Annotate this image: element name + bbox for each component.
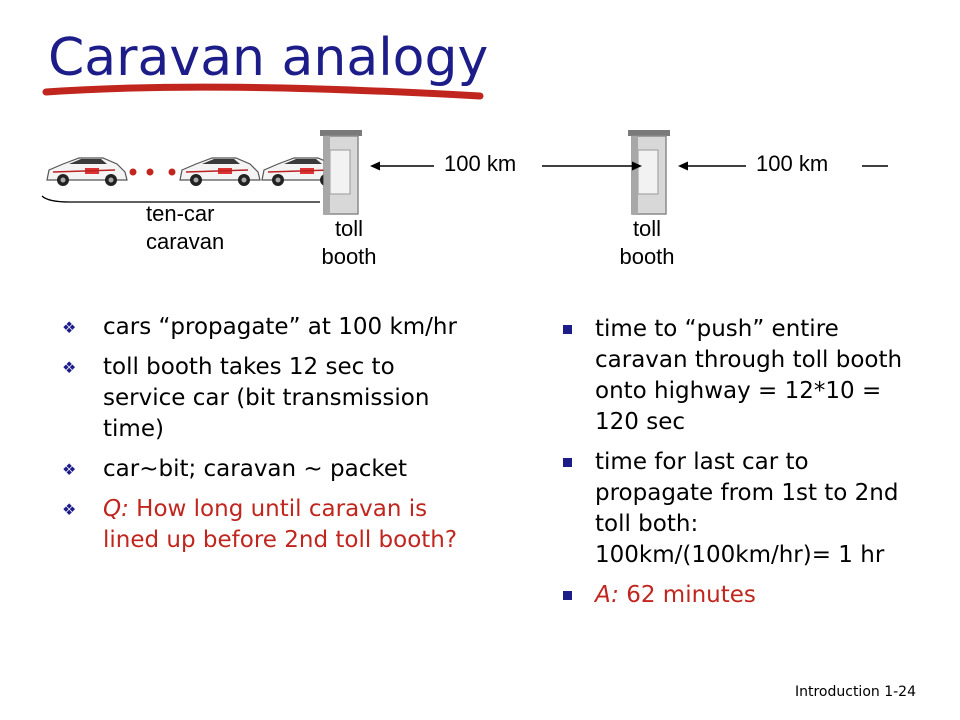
bullet-text: How long until caravan is lined up befor… — [103, 496, 458, 553]
diamond-bullet-icon: ❖ — [62, 318, 77, 337]
list-item: time to “push” entire caravan through to… — [560, 314, 920, 438]
toll-booth-1-line1: toll — [334, 216, 364, 241]
distance-label-2: 100 km — [756, 151, 829, 176]
slide-title: Caravan analogy — [48, 28, 489, 88]
slide-footer: Introduction 1-24 — [795, 684, 916, 700]
list-item-question: ❖ Q: How long until caravan is lined up b… — [62, 494, 482, 556]
bullet-text: time for last car to propagate from 1st … — [595, 449, 899, 568]
race-car-icon — [46, 157, 128, 187]
ellipsis-dots — [129, 168, 176, 176]
list-item: ❖ toll booth takes 12 sec to service car … — [62, 352, 482, 445]
bullet-text: toll booth takes 12 sec to service car (… — [103, 354, 430, 442]
bullet-text: car~bit; caravan ~ packet — [103, 456, 408, 482]
caravan-label-line2: caravan — [146, 229, 225, 254]
square-bullet-icon — [563, 591, 572, 600]
diamond-bullet-icon: ❖ — [62, 358, 77, 377]
right-bullet-list: time to “push” entire caravan through to… — [560, 314, 920, 620]
footer-section: Introduction — [794, 684, 880, 700]
race-car-icon — [179, 157, 261, 187]
list-item: time for last car to propagate from 1st … — [560, 447, 920, 571]
bullet-text: cars “propagate” at 100 km/hr — [103, 314, 457, 340]
toll-booth-2-label: toll booth — [612, 215, 682, 271]
toll-booth-2-line1: toll — [632, 216, 662, 241]
caravan-diagram: 100 km 100 km ten-car caravan toll booth… — [0, 120, 960, 290]
toll-booth-1-label: toll booth — [314, 215, 384, 271]
bullet-text: 62 minutes — [618, 582, 756, 608]
square-bullet-icon — [563, 325, 572, 334]
caravan-label-line1: ten-car — [146, 201, 215, 226]
distance-label-1: 100 km — [444, 151, 517, 176]
toll-booth-icon — [319, 129, 363, 215]
question-prefix: Q: — [103, 496, 129, 522]
caravan-label: ten-car caravan — [146, 200, 224, 256]
diamond-bullet-icon: ❖ — [62, 500, 77, 519]
list-item: ❖ cars “propagate” at 100 km/hr — [62, 312, 482, 343]
square-bullet-icon — [563, 458, 572, 467]
caravan-brace — [41, 195, 320, 203]
toll-booth-2-line2: booth — [619, 244, 675, 269]
title-underline — [42, 83, 484, 100]
list-item: ❖ car~bit; caravan ~ packet — [62, 454, 482, 485]
diagram-graphics — [41, 129, 888, 215]
toll-booth-icon — [627, 129, 671, 215]
page-number: 1-24 — [884, 684, 916, 700]
answer-prefix: A: — [595, 582, 619, 608]
left-bullet-list: ❖ cars “propagate” at 100 km/hr ❖ toll boo… — [62, 312, 482, 565]
list-item-answer: A: 62 minutes — [560, 580, 920, 611]
toll-booth-1-line2: booth — [321, 244, 377, 269]
diamond-bullet-icon: ❖ — [62, 460, 77, 479]
bullet-text: time to “push” entire caravan through to… — [595, 316, 903, 435]
